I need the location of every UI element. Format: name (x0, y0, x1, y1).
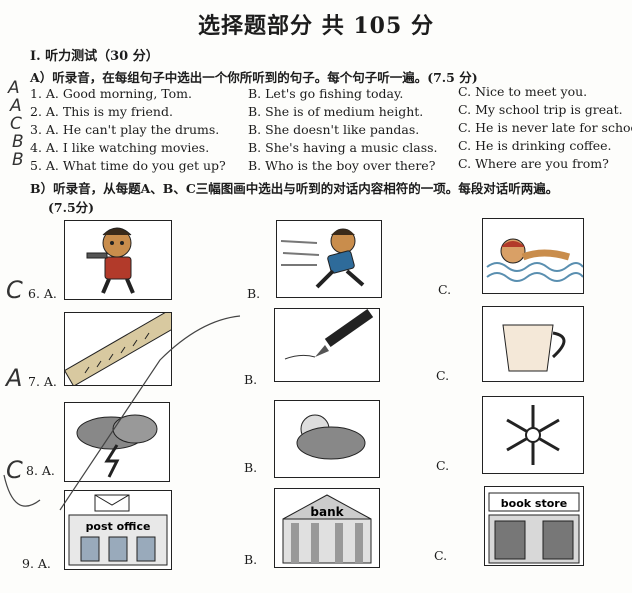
q7-label-a: 7. A. (28, 374, 57, 389)
q2-option-b: B. She is of medium height. (248, 104, 424, 119)
q5-option-a: 5. A. What time do you get up? (30, 158, 226, 173)
q3-option-c: C. He is never late for school. (458, 120, 632, 135)
q6-label-c: C. (438, 282, 452, 297)
q2-option-a: 2. A. This is my friend. (30, 104, 173, 119)
q9-label-b: B. (244, 552, 258, 567)
handwritten-answer-2: A (10, 96, 22, 116)
handwritten-answer-8: C (6, 456, 23, 484)
q3-option-a: 3. A. He can't play the drums. (30, 122, 220, 137)
q8-image-c-snowflake (482, 396, 584, 474)
q2-option-c: C. My school trip is great. (458, 102, 623, 117)
q1-option-b: B. Let's go fishing today. (248, 86, 404, 101)
q6-label-a: 6. A. (28, 286, 57, 301)
q6-image-b-boy-running (276, 220, 382, 298)
q7-image-c-cup (482, 306, 584, 382)
q1-option-a: 1. A. Good morning, Tom. (30, 86, 193, 101)
handwritten-answer-3: C (10, 114, 22, 134)
book-store-sign: book store (501, 497, 567, 510)
q6-label-b: B. (247, 286, 261, 301)
part-b-score: (7.5分) (48, 200, 95, 215)
handwritten-answer-4: B (12, 132, 24, 152)
q3-option-b: B. She doesn't like pandas. (248, 122, 420, 137)
handwritten-answer-7: A (6, 364, 23, 392)
q9-image-c-book-store: book store (484, 486, 584, 566)
q8-image-b-cloudy (274, 400, 380, 478)
q9-label-a: 9. A. (22, 556, 51, 571)
q8-label-b: B. (244, 460, 258, 475)
part-b-instruction: B）听录音，从每题A、B、C三幅图画中选出与听到的对话内容相符的一项。每段对话听… (30, 181, 559, 196)
section-heading-listening: I. 听力测试（30 分） (30, 49, 159, 64)
q4-option-c: C. He is drinking coffee. (458, 138, 612, 153)
handwritten-answer-6: C (6, 276, 23, 304)
q4-option-a: 4. A. I like watching movies. (30, 140, 210, 155)
handwritten-answer-1: A (8, 78, 20, 98)
q5-option-b: B. Who is the boy over there? (248, 158, 436, 173)
q8-label-c: C. (436, 458, 450, 473)
q7-label-c: C. (436, 368, 450, 383)
q9-label-c: C. (434, 548, 448, 563)
q8-image-a-thunderstorm (64, 402, 170, 482)
post-office-sign: post office (86, 520, 151, 533)
q5-option-c: C. Where are you from? (458, 156, 609, 171)
bank-sign: bank (310, 505, 344, 519)
q7-image-b-pen (274, 308, 380, 382)
handwritten-answer-5: B (12, 150, 24, 170)
q9-image-a-post-office: post office (64, 490, 172, 570)
q7-image-a-ruler (64, 312, 172, 386)
q4-option-b: B. She's having a music class. (248, 140, 438, 155)
q7-label-b: B. (244, 372, 258, 387)
q6-image-c-boy-swimming (482, 218, 584, 294)
q6-image-a-boy-playing-harmonica (64, 220, 172, 300)
q8-label-a: 8. A. (26, 463, 55, 478)
q9-image-b-bank: bank (274, 488, 380, 568)
part-a-instruction: A）听录音，在每组句子中选出一个你所听到的句子。每个句子听一遍。(7.5 分) (30, 70, 478, 85)
q1-option-c: C. Nice to meet you. (458, 84, 588, 99)
page-title: 选择题部分 共 105 分 (198, 13, 434, 39)
